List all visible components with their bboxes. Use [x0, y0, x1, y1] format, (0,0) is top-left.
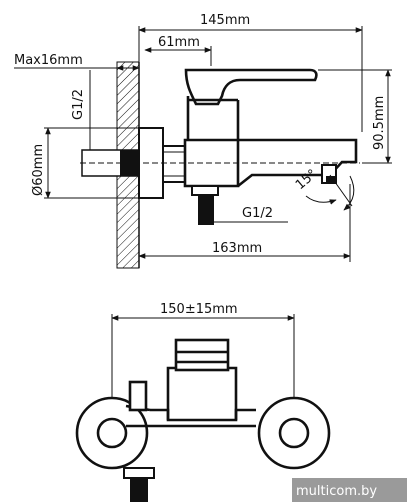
dim-61: 61mm	[158, 35, 200, 50]
dim-163: 163mm	[212, 241, 262, 256]
dim-angle-15: 15°	[293, 167, 320, 193]
watermark-text: multicom.by	[296, 484, 377, 499]
front-handle	[166, 366, 238, 420]
dim-g12-left: G1/2	[71, 89, 86, 120]
dim-diameter-60: Ø60mm	[31, 144, 46, 196]
watermark: multicom.by	[292, 478, 407, 502]
dim-150-15: 150±15mm	[160, 302, 238, 317]
side-view: 145mm 61mm Max16mm G1/2 Ø60mm 90.5mm 15°…	[14, 13, 392, 269]
front-body	[150, 408, 256, 428]
front-view: 150±15mm	[75, 302, 331, 502]
wall-flange	[138, 127, 164, 199]
dim-max16: Max16mm	[14, 53, 83, 68]
outlet-thread-block	[198, 195, 214, 225]
handle-lever	[184, 68, 318, 106]
dim-90-5: 90.5mm	[372, 96, 387, 150]
dim-145: 145mm	[200, 13, 250, 28]
dim-g12-outlet: G1/2	[242, 206, 273, 221]
spout	[237, 138, 358, 188]
